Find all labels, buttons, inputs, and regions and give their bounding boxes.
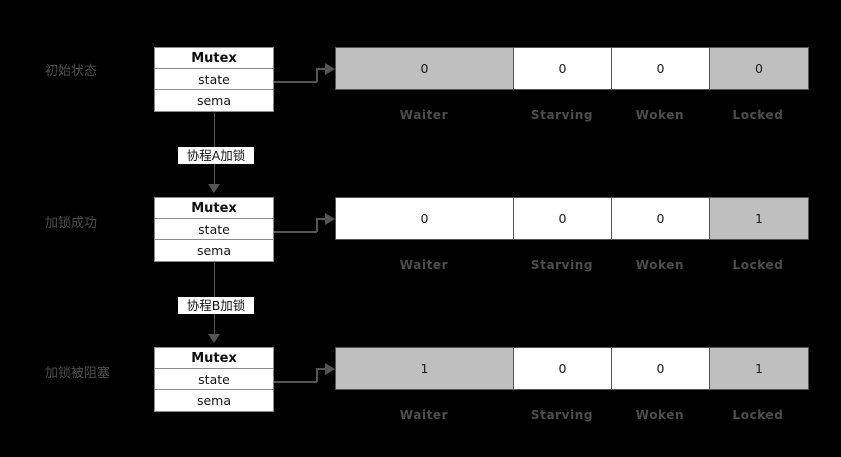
mutex-title: Mutex [155,198,273,219]
mutex-title: Mutex [155,348,273,369]
arrowhead-right-icon [325,212,335,225]
mutex-field-sema: sema [155,90,273,111]
connector-segment [316,368,318,382]
bit-caption-starving: Starving [530,108,594,122]
mutex-field-state: state [155,69,273,90]
stage-label-locked-success: 加锁成功 [45,216,98,231]
connector-segment [316,368,328,370]
connector-state-to-bits-locked-success [274,210,336,240]
bit-cell-woken: 0 [612,48,710,89]
transition-label-2: 协程B加锁 [178,297,254,314]
bit-caption-waiter: Waiter [399,108,449,122]
bit-cell-starving: 0 [514,198,612,239]
mutex-field-state: state [155,219,273,240]
bit-caption-starving: Starving [530,258,594,272]
bit-caption-locked: Locked [732,258,784,272]
connector-segment [274,81,317,83]
arrowhead-right-icon [325,62,335,75]
bit-caption-woken: Woken [635,108,685,122]
connector-segment [274,381,317,383]
connector-state-to-bits-initial [274,60,336,90]
state-bits-table-locked-success: 0 0 0 1 [335,197,809,240]
mutex-title: Mutex [155,48,273,69]
mutex-field-sema: sema [155,390,273,411]
bit-cell-locked: 1 [710,198,808,239]
mutex-struct-box-initial: Mutex state sema [154,47,274,112]
bit-cell-locked: 1 [710,348,808,389]
mutex-struct-box-lock-blocked: Mutex state sema [154,347,274,412]
state-bits-table-lock-blocked: 1 0 0 1 [335,347,809,390]
arrowhead-right-icon [325,362,335,375]
bit-caption-woken: Woken [635,408,685,422]
bit-cell-waiter: 0 [336,48,514,89]
mutex-field-state: state [155,369,273,390]
state-bits-table-initial: 0 0 0 0 [335,47,809,90]
bit-cell-starving: 0 [514,348,612,389]
bit-cell-locked: 0 [710,48,808,89]
connector-segment [274,231,317,233]
mutex-struct-box-locked-success: Mutex state sema [154,197,274,262]
bit-cell-woken: 0 [612,348,710,389]
bit-cell-woken: 0 [612,198,710,239]
stage-label-initial: 初始状态 [45,64,98,79]
arrowhead-down-icon-1 [208,184,220,193]
connector-segment [316,68,318,82]
bit-cell-starving: 0 [514,48,612,89]
bit-captions-lock-blocked: Waiter Starving Woken Locked [335,406,809,424]
bit-caption-woken: Woken [635,258,685,272]
bit-captions-initial: Waiter Starving Woken Locked [335,106,809,124]
bit-caption-waiter: Waiter [399,258,449,272]
transition-label-1: 协程A加锁 [178,147,254,164]
mutex-field-sema: sema [155,240,273,261]
bit-caption-waiter: Waiter [399,408,449,422]
connector-state-to-bits-lock-blocked [274,360,336,390]
bit-caption-locked: Locked [732,408,784,422]
connector-segment [316,68,328,70]
bit-cell-waiter: 1 [336,348,514,389]
bit-captions-locked-success: Waiter Starving Woken Locked [335,256,809,274]
bit-caption-starving: Starving [530,408,594,422]
connector-segment [316,218,318,232]
connector-segment [316,218,328,220]
bit-caption-locked: Locked [732,108,784,122]
arrowhead-down-icon-2 [208,334,220,343]
bit-cell-waiter: 0 [336,198,514,239]
stage-label-lock-blocked: 加锁被阻塞 [45,366,111,381]
